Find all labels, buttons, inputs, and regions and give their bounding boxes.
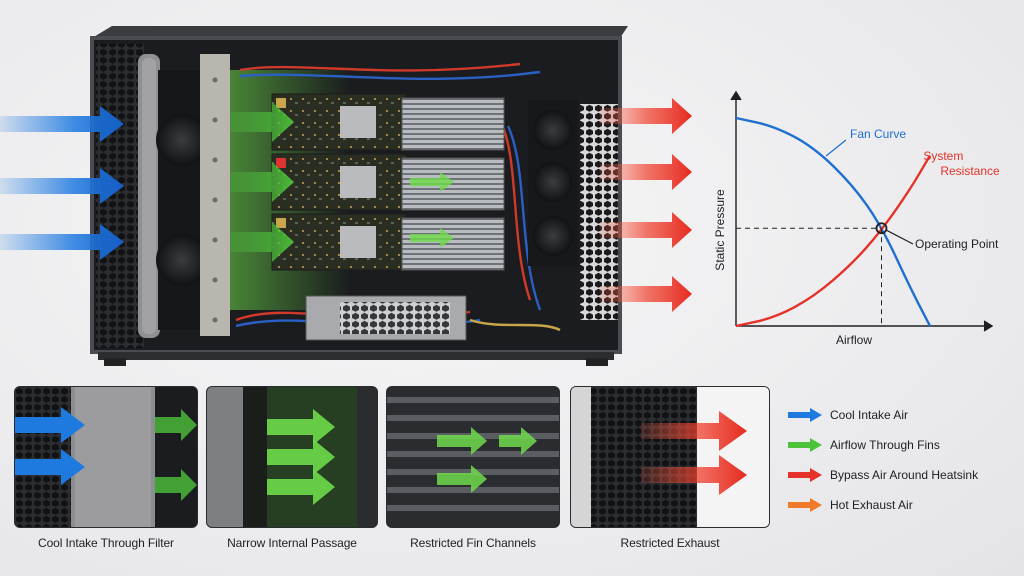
heatsinks: [401, 97, 505, 271]
panel-caption-exhaust: Restricted Exhaust: [620, 536, 720, 550]
panel-narrow-passage: [206, 386, 378, 528]
intake-airflow-arrows: [0, 106, 124, 260]
legend-label: Cool Intake Air: [830, 408, 909, 422]
exhaust-grille: [580, 104, 618, 320]
exhaust-fans: [528, 100, 578, 266]
fan-curve-chart: Fan Curve System Resistance Operating Po…: [713, 90, 1000, 347]
orange-arrow-icon: [788, 498, 822, 512]
fan-curve-line: [735, 116, 932, 327]
legend-label: Bypass Air Around Heatsink: [830, 468, 979, 482]
exhaust-airflow-arrows: [600, 98, 692, 312]
system-resistance-label: System Resistance: [923, 149, 1000, 178]
legend-label: Hot Exhaust Air: [830, 498, 913, 512]
legend-item-exhaust: Hot Exhaust Air: [788, 490, 1018, 520]
power-supply: [305, 295, 467, 341]
legend-item-intake: Cool Intake Air: [788, 400, 1018, 430]
x-axis-label: Airflow: [836, 333, 872, 347]
intake-fans: [156, 70, 208, 330]
operating-point-label: Operating Point: [915, 237, 999, 251]
airflow-legend: Cool Intake Air Airflow Through Fins Byp…: [788, 400, 1018, 520]
panel-intake-filter: [14, 386, 198, 528]
panel-restricted-exhaust: [570, 386, 770, 528]
blue-arrow-icon: [788, 408, 822, 422]
fan-curve-leader: [825, 139, 847, 157]
internal-airflow-arrows: [230, 102, 454, 262]
legend-label: Airflow Through Fins: [830, 438, 940, 452]
fan-curve-label: Fan Curve: [850, 127, 906, 141]
green-arrow-icon: [788, 438, 822, 452]
panel-fin-channels: [386, 386, 560, 528]
panel-caption-intake: Cool Intake Through Filter: [38, 536, 174, 550]
red-arrow-icon: [788, 468, 822, 482]
y-axis-label: Static Pressure: [713, 189, 727, 271]
legend-item-fins: Airflow Through Fins: [788, 430, 1018, 460]
panel-caption-fins: Restricted Fin Channels: [410, 536, 536, 550]
fan-bracket: [200, 54, 230, 336]
operating-point-marker: [875, 222, 888, 235]
operating-point-leader: [886, 229, 914, 245]
chart-axes: [730, 90, 994, 332]
gpu-boards: [271, 93, 407, 271]
panel-caption-passage: Narrow Internal Passage: [227, 536, 357, 550]
legend-item-bypass: Bypass Air Around Heatsink: [788, 460, 1018, 490]
system-resistance-line: [735, 154, 932, 328]
